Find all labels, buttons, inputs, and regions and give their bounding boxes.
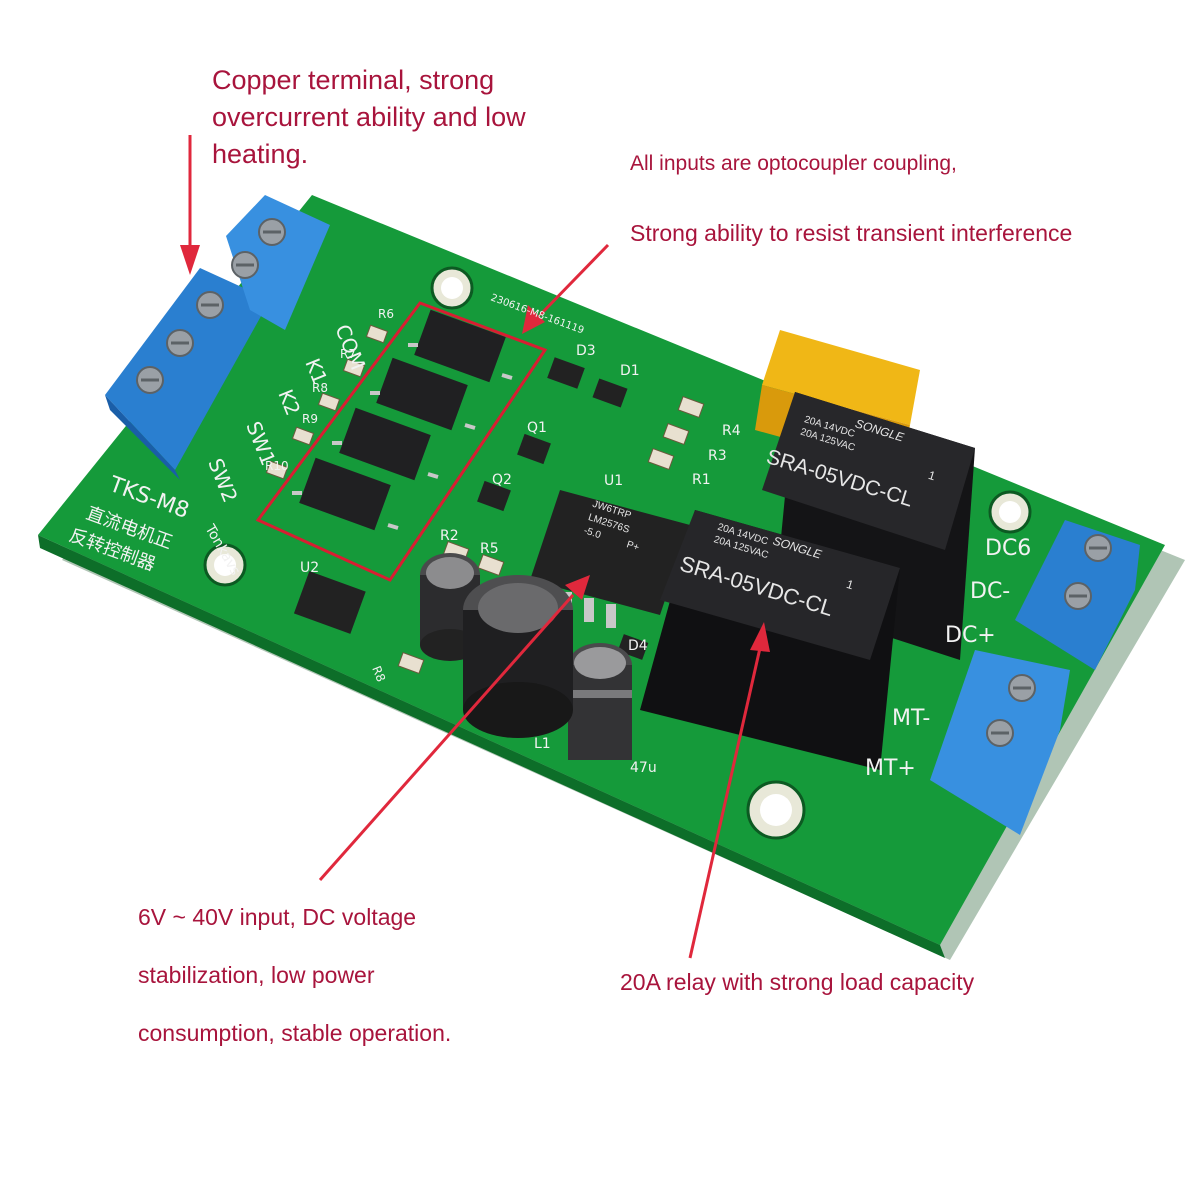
- callout-voltage-line-2: stabilization, low power: [138, 962, 375, 988]
- label-r9: R9: [302, 412, 318, 426]
- label-u1: U1: [604, 473, 623, 489]
- callout-copper-terminal: Copper terminal, strong overcurrent abil…: [212, 62, 526, 173]
- inductor: [463, 575, 573, 738]
- label-q1: Q1: [527, 420, 547, 436]
- callout-arrows: [180, 135, 770, 959]
- optocoupler-highlight-box: [255, 301, 548, 582]
- callout-relay-line: 20A relay with strong load capacity: [620, 969, 975, 995]
- label-r7: R7: [340, 347, 356, 361]
- smd-resistors: [265, 324, 705, 674]
- optocoupler-1: [414, 309, 506, 383]
- regulator-markings: JW6TRP LM2576S -5.0 P+: [582, 499, 640, 554]
- terminal-block-3pin: [105, 268, 270, 470]
- left-terminal-blocks: [105, 195, 330, 480]
- label-dc-minus: DC-: [970, 579, 1010, 604]
- label-r1: R1: [692, 472, 711, 488]
- label-47u: 47u: [630, 760, 657, 776]
- pcb-edge: [38, 535, 945, 958]
- smd-parts: [293, 357, 649, 660]
- optocoupler-2: [376, 357, 468, 431]
- label-r8b: R8: [369, 664, 388, 684]
- arrow-relay: [688, 647, 762, 959]
- label-q2: Q2: [492, 472, 512, 488]
- label-d4: D4: [628, 638, 648, 654]
- callout-copper-line-3: heating.: [212, 139, 309, 169]
- mounting-holes: [203, 266, 1032, 840]
- callout-copper-line-2: overcurrent ability and low: [212, 102, 526, 132]
- callout-optocoupler-2: Strong ability to resist transient inter…: [630, 218, 1072, 248]
- label-r10: R10: [265, 459, 289, 473]
- relay-front: [640, 510, 900, 770]
- callout-relay: 20A relay with strong load capacity: [620, 967, 974, 997]
- label-r8: R8: [312, 381, 328, 395]
- label-r3: R3: [708, 448, 727, 464]
- terminal-block-2pin: [226, 195, 330, 330]
- optocouplers: [299, 309, 506, 531]
- label-l1: L1: [534, 736, 551, 752]
- callout-optocoupler-line-1: All inputs are optocoupler coupling,: [630, 152, 957, 175]
- relay-front-pin: 1: [845, 577, 856, 592]
- callout-copper-line-1: Copper terminal, strong: [212, 65, 495, 95]
- label-mt-plus: MT+: [865, 756, 916, 781]
- optocoupler-4: [299, 457, 391, 531]
- relay-back-pin: 1: [927, 468, 938, 483]
- label-r2: R2: [440, 528, 459, 544]
- label-r4: R4: [722, 423, 741, 439]
- callout-voltage-line-3: consumption, stable operation.: [138, 1020, 452, 1046]
- callout-voltage-line-1: 6V ~ 40V input, DC voltage: [138, 904, 417, 930]
- optocoupler-3: [339, 407, 431, 481]
- label-dc-plus: DC+: [945, 623, 996, 648]
- label-d3: D3: [576, 343, 596, 359]
- label-u2: U2: [300, 560, 319, 576]
- arrow-voltage: [318, 594, 575, 881]
- label-mt-minus: MT-: [892, 706, 930, 731]
- callout-optocoupler: All inputs are optocoupler coupling,: [630, 150, 957, 178]
- right-terminal-blocks: [930, 520, 1140, 835]
- regulator-line-4: P+: [625, 539, 640, 553]
- callout-optocoupler-line-2: Strong ability to resist transient inter…: [630, 220, 1073, 246]
- label-dc6: DC6: [985, 536, 1031, 561]
- arrow-optocoupler: [538, 243, 610, 317]
- label-r6: R6: [378, 307, 394, 321]
- label-r5: R5: [480, 541, 499, 557]
- callout-voltage: 6V ~ 40V input, DC voltage stabilization…: [138, 902, 451, 1048]
- label-d1: D1: [620, 363, 640, 379]
- regulator-line-3: -5.0: [582, 525, 602, 541]
